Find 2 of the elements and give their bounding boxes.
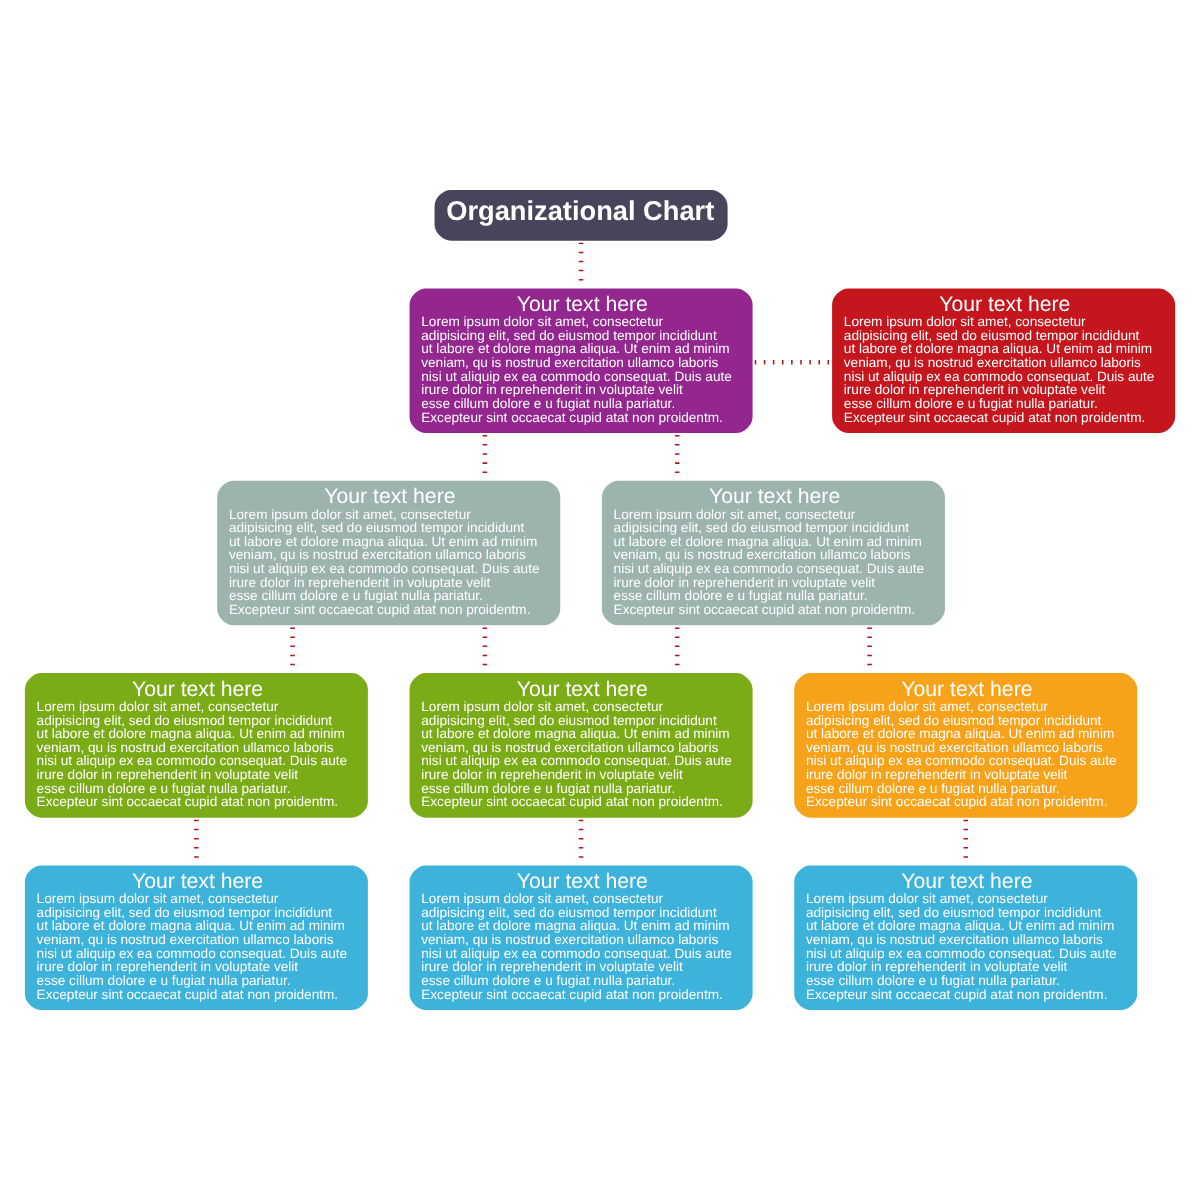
connector bbox=[754, 359, 830, 365]
node-box: Organizational Chart bbox=[430, 186, 732, 245]
